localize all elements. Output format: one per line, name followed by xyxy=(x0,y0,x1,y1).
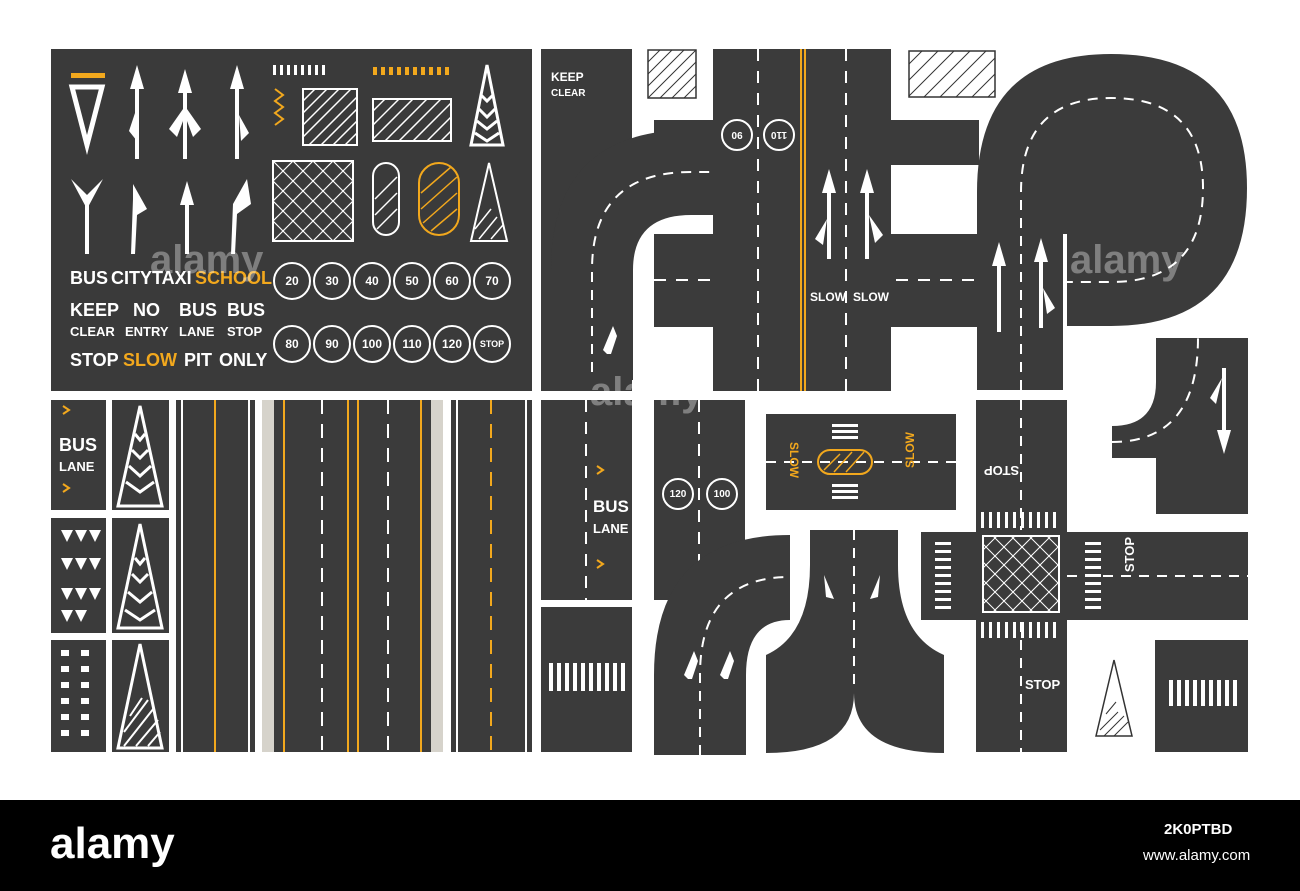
zigzag-tile xyxy=(51,518,106,633)
bus-text: BUS xyxy=(59,435,98,455)
hatched-triangle-tile xyxy=(112,640,169,752)
curved-road xyxy=(551,130,741,380)
speed-sign: 70 xyxy=(473,262,511,300)
speed-sign-120: 120 xyxy=(662,478,694,510)
bus-lane-tile: BUS LANE xyxy=(51,400,106,510)
intersection-markings xyxy=(935,400,1248,752)
speed-sign-90: 90 xyxy=(721,119,753,151)
label-school: SCHOOL xyxy=(195,268,273,288)
road-strip-wide xyxy=(262,400,443,752)
label-no: NO xyxy=(133,300,160,320)
road-strip-dashed xyxy=(451,400,532,752)
label-taxi: TAXI xyxy=(152,268,192,288)
crosswalk-tile-right xyxy=(1155,640,1248,752)
slow-crossing-tile: SLOW SLOW xyxy=(766,414,956,510)
footer-bar: alamy 2K0PTBD www.alamy.com xyxy=(0,800,1300,891)
label-bus: BUS xyxy=(70,268,109,288)
label-bus-3: BUS xyxy=(227,300,266,320)
watermark-text: alamy xyxy=(590,370,704,414)
road-strip-single xyxy=(176,400,255,752)
speed-sign-100: 100 xyxy=(706,478,738,510)
bus-text: BUS xyxy=(593,497,629,516)
slow-text: SLOW xyxy=(810,290,846,304)
label-clear: CLEAR xyxy=(70,324,115,339)
speed-sign: 60 xyxy=(433,262,471,300)
speed-sign-110: 110 xyxy=(763,119,795,151)
stop-text: STOP xyxy=(1025,677,1061,692)
slow-text: SLOW xyxy=(903,432,917,468)
clear-text: CLEAR xyxy=(551,88,586,99)
corner-road-tile xyxy=(1112,338,1248,514)
slow-text: SLOW xyxy=(853,290,889,304)
stop-sign: STOP xyxy=(473,325,511,363)
arrow-markings-icon xyxy=(68,64,509,254)
label-slow: SLOW xyxy=(123,350,177,370)
lane-text: LANE xyxy=(59,459,95,474)
markings-panel: BUS CITY TAXI SCHOOL KEEP NO BUS BUS CLE… xyxy=(51,49,532,391)
site-url: www.alamy.com xyxy=(1143,847,1251,864)
label-city: CITY xyxy=(111,268,153,288)
label-stop: STOP xyxy=(70,350,119,370)
label-keep: KEEP xyxy=(70,300,120,320)
hatched-box-icon xyxy=(647,49,697,99)
alamy-logo: alamy xyxy=(50,819,175,868)
speed-sign: 110 xyxy=(393,325,431,363)
stop-text: STOP xyxy=(1122,536,1138,573)
bus-lane-road: BUS LANE xyxy=(541,400,632,600)
loop-road xyxy=(977,54,1247,390)
speed-sign: 30 xyxy=(313,262,351,300)
hatched-box-icon xyxy=(908,50,996,98)
label-stop-small: STOP xyxy=(227,324,263,339)
striped-triangle-tile xyxy=(112,518,169,633)
speed-sign: 120 xyxy=(433,325,471,363)
image-id: 2K0PTBD xyxy=(1164,821,1233,838)
label-lane: LANE xyxy=(179,324,215,339)
crosswalk-road xyxy=(541,607,632,752)
slow-text: SLOW xyxy=(787,442,801,478)
curved-road-bottom xyxy=(654,530,944,755)
speed-sign: 40 xyxy=(353,262,391,300)
label-bus-2: BUS xyxy=(179,300,218,320)
main-vertical-road: 90 110 SLOW SLOW xyxy=(713,49,891,391)
speed-sign: 50 xyxy=(393,262,431,300)
speed-sign: 20 xyxy=(273,262,311,300)
keep-text: KEEP xyxy=(551,70,584,84)
watermark-text: alamy xyxy=(1070,238,1184,282)
label-only: ONLY xyxy=(219,350,268,370)
hatched-triangle-icon xyxy=(1095,659,1133,737)
chevron-triangle-tile xyxy=(112,400,169,510)
speed-sign: 80 xyxy=(273,325,311,363)
lane-text: LANE xyxy=(593,521,629,536)
dots-tile xyxy=(51,640,106,752)
speed-sign: 90 xyxy=(313,325,351,363)
speed-sign: 100 xyxy=(353,325,391,363)
label-entry: ENTRY xyxy=(125,324,169,339)
stop-text: STOP xyxy=(984,463,1020,478)
label-pit: PIT xyxy=(184,350,213,370)
watermark-text: alamy xyxy=(150,238,264,282)
